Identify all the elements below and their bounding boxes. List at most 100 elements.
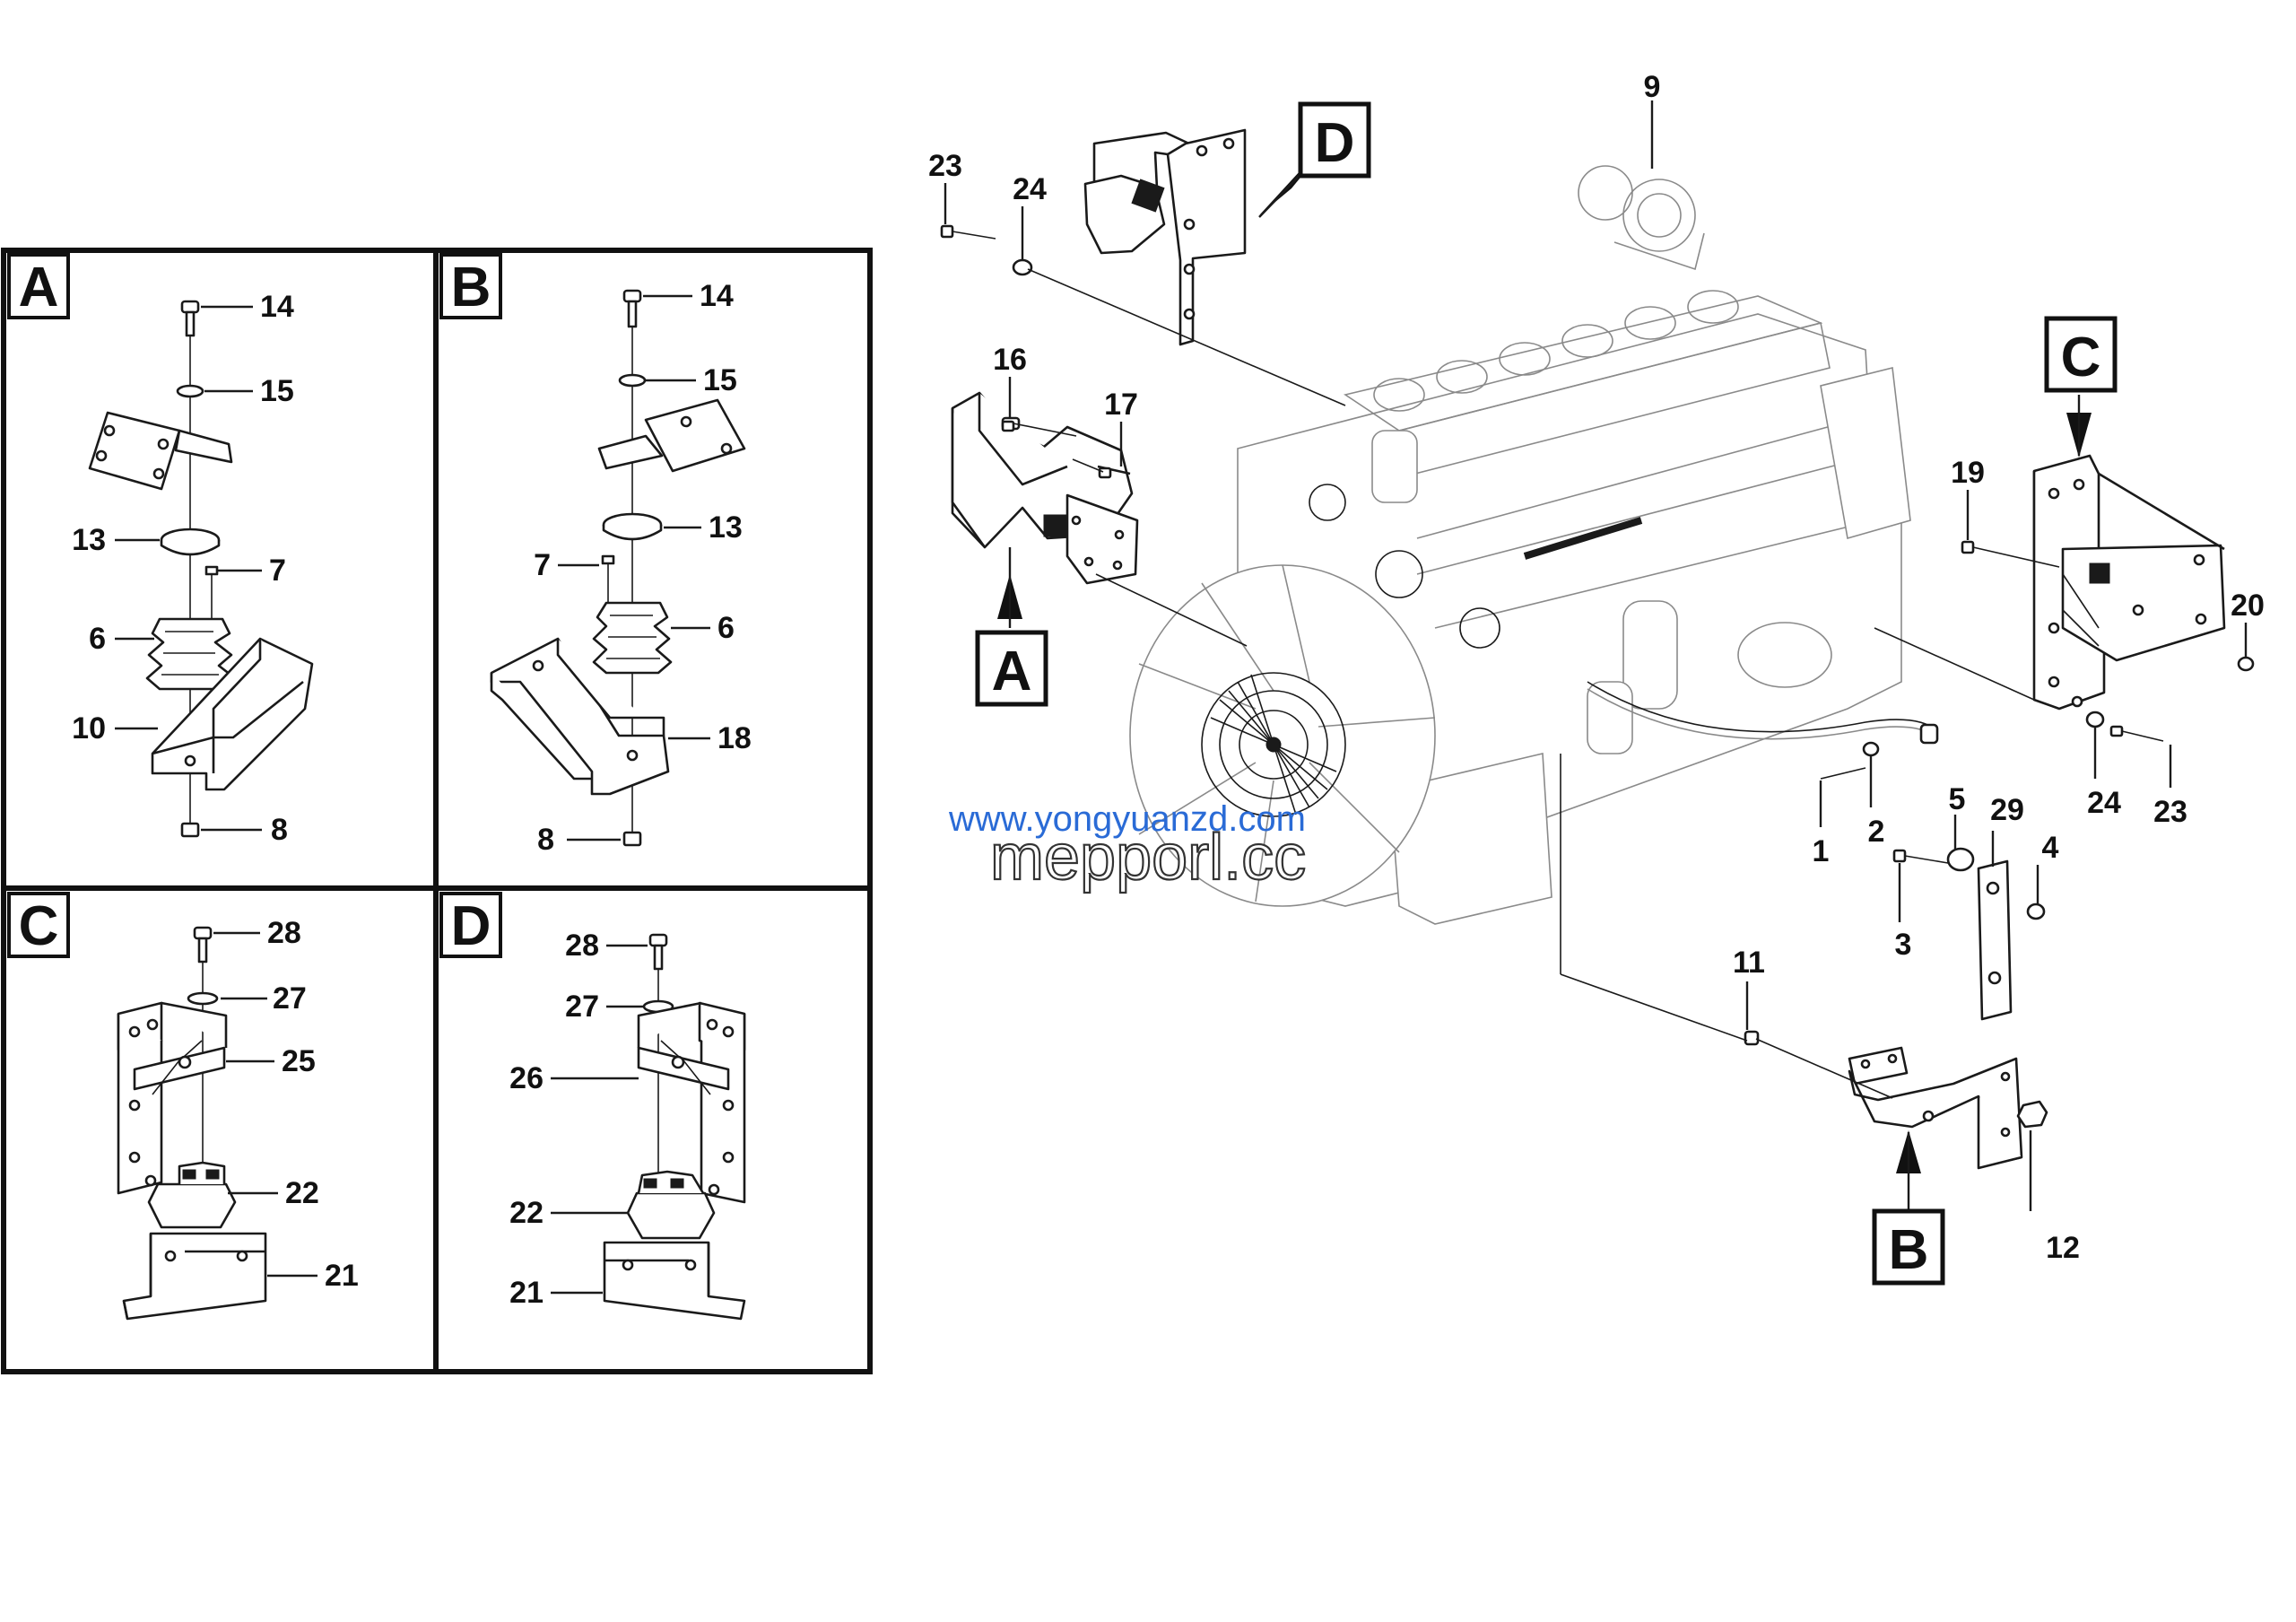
callout-b-7: 7 (534, 548, 551, 582)
pointer-d: D (1258, 101, 1371, 218)
watermark-logo: mepporl.cc (990, 822, 1306, 894)
bracket-25-icon (117, 1001, 228, 1195)
callout-c-21: 21 (325, 1259, 359, 1293)
panel-a-callouts: 14 15 13 7 6 10 8 (72, 290, 294, 847)
main-fasteners (940, 224, 2255, 1129)
callout-b-18: 18 (718, 721, 752, 755)
callout-main-5: 5 (1949, 782, 1966, 816)
oil-filter-icon (1622, 600, 1678, 710)
panel-d-drawing (551, 933, 746, 1321)
panel-letter-box-a: A (7, 253, 70, 319)
panel-letter-b: B (451, 257, 491, 318)
callout-a-6: 6 (89, 622, 106, 656)
callout-b-15: 15 (703, 363, 737, 397)
section-label-c: C (2061, 327, 2101, 388)
engine-illustration (1129, 165, 1938, 925)
bolt-28-icon (193, 926, 213, 964)
panel-c-callouts: 28 27 25 22 21 (267, 916, 359, 1293)
callout-main-1: 1 (1813, 834, 1830, 868)
panel-letter-d: D (451, 895, 491, 957)
breather-icon (1371, 430, 1418, 503)
section-label-b: B (1889, 1219, 1929, 1281)
callout-main-9: 9 (1644, 70, 1661, 104)
panel-letter-c: C (19, 895, 59, 957)
bolt-14-icon (180, 300, 200, 337)
callout-main-2: 2 (1868, 815, 1885, 849)
callout-main-20: 20 (2231, 589, 2265, 623)
callout-d-28: 28 (565, 929, 599, 963)
callout-a-10: 10 (72, 711, 106, 746)
watermark-url: www.yongyuanzd.com (948, 799, 1306, 839)
channel-21-icon (122, 1232, 267, 1321)
cradle-18-icon (490, 637, 670, 796)
section-label-d: D (1315, 112, 1355, 174)
callout-b-14: 14 (700, 279, 734, 313)
bracket-c-assembly (2032, 454, 2226, 711)
callout-main-19: 19 (1951, 456, 1985, 490)
oil-pan-icon (1389, 753, 1552, 925)
callout-c-28: 28 (267, 916, 301, 950)
callout-d-27: 27 (565, 990, 599, 1024)
callout-main-11: 11 (1733, 946, 1765, 980)
section-label-a: A (992, 641, 1032, 702)
callout-d-22: 22 (509, 1196, 544, 1230)
panel-letter-a: A (19, 257, 59, 318)
callout-main-3: 3 (1895, 928, 1912, 962)
callout-b-8: 8 (537, 823, 554, 857)
callout-main-29: 29 (1990, 793, 2024, 827)
callout-d-26: 26 (509, 1061, 544, 1095)
turbocharger-icon (1578, 165, 1705, 271)
top-plate-icon (88, 411, 233, 491)
callout-a-14: 14 (260, 290, 294, 324)
panel-letter-box-d: D (439, 892, 502, 958)
callout-c-27: 27 (273, 981, 307, 1016)
disc-13-icon (160, 528, 221, 556)
callout-a-15: 15 (260, 374, 294, 408)
panel-b-callouts: 14 15 13 7 6 18 8 (534, 279, 752, 857)
washer-15-b-icon (618, 373, 647, 388)
bracket-b-assembly (1744, 1030, 2023, 1170)
panel-a-drawing (88, 300, 314, 838)
nut-8-b-icon (622, 831, 642, 847)
bracket-26-icon (637, 1001, 746, 1204)
fan-icon (1129, 564, 1436, 907)
panel-b-drawing (490, 289, 746, 847)
callout-main-4: 4 (2042, 831, 2059, 865)
disc-13-b-icon (602, 512, 663, 541)
callout-a-7: 7 (269, 554, 286, 588)
bolt-14-b-icon (622, 289, 642, 328)
callout-b-13: 13 (709, 510, 743, 545)
pointer-b: B (1872, 1130, 1945, 1286)
nut-8-icon (180, 822, 200, 838)
main-leaders (944, 100, 2248, 1211)
callout-main-23-top: 23 (928, 149, 962, 183)
washer-15-icon (176, 384, 204, 398)
callout-main-16: 16 (993, 343, 1027, 377)
callout-main-23-right: 23 (2153, 795, 2187, 829)
top-plate-b-icon (597, 398, 746, 473)
callout-main-12: 12 (2046, 1231, 2080, 1265)
rubber-mount-6-b-icon (592, 601, 673, 675)
callout-a-8: 8 (271, 813, 288, 847)
panel-letter-box-b: B (439, 253, 502, 319)
panel-letter-box-c: C (7, 892, 70, 958)
callout-main-17: 17 (1104, 388, 1138, 422)
panel-c-drawing (117, 926, 317, 1321)
callout-main-24-right: 24 (2087, 786, 2121, 820)
callout-a-13: 13 (72, 523, 106, 557)
cradle-10-icon (151, 637, 314, 791)
channel-21-d-icon (603, 1241, 746, 1321)
bolt-28-d-icon (648, 933, 668, 971)
pointer-a: A (975, 547, 1048, 707)
panel-d-callouts: 28 27 26 22 21 (509, 929, 599, 1310)
pointer-c: C (2044, 316, 2118, 458)
callout-d-21: 21 (509, 1276, 544, 1310)
callout-c-25: 25 (282, 1044, 316, 1078)
bracket-a-assembly (951, 391, 1139, 585)
callout-c-22: 22 (285, 1176, 319, 1210)
callout-b-6: 6 (718, 611, 735, 645)
callout-main-24-top: 24 (1013, 172, 1047, 206)
main-callouts: 9 23 24 16 17 19 20 24 23 1 2 5 29 4 3 1… (928, 70, 2265, 1265)
detail-panels-grid (1, 248, 873, 1374)
